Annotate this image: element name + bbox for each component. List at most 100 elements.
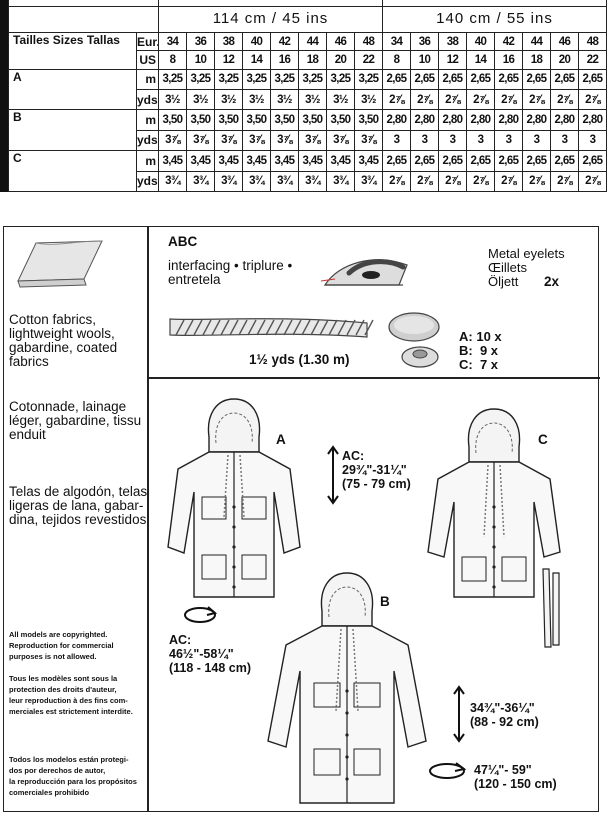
- meters-cell: 3,45: [214, 150, 243, 172]
- view-c-label: C: [538, 432, 548, 447]
- interfacing-label: interfacing • triplure •entretela: [168, 258, 293, 287]
- yards-cell: 3: [466, 129, 495, 152]
- us-size-cell: 8: [158, 50, 187, 70]
- yards-cell: 2⅞: [410, 170, 439, 193]
- meters-cell: 2,65: [494, 150, 523, 172]
- table-top-row: [8, 0, 607, 7]
- snap-qty: A: 10 x B: 9 x C: 7 x: [459, 329, 502, 372]
- meters-cell: 2,65: [382, 68, 411, 91]
- yards-cell: 2⅞: [550, 170, 579, 193]
- unit-m-label: m: [136, 109, 159, 131]
- width-b-measure: 47¼"- 59"(120 - 150 cm): [474, 763, 557, 791]
- yards-cell: 2⅞: [438, 89, 467, 111]
- table-left-bar: [0, 0, 8, 192]
- eur-size-cell: 40: [242, 32, 271, 52]
- meters-cell: 3,45: [158, 150, 187, 172]
- meters-cell: 2,80: [466, 109, 495, 131]
- yards-cell: 3½: [354, 89, 383, 111]
- view-a-drawing: [167, 398, 301, 598]
- yards-cell: 3: [578, 129, 607, 152]
- yards-cell: 3⅞: [158, 129, 187, 152]
- yards-cell: 2⅞: [466, 170, 495, 193]
- yards-cell: 2⅞: [438, 170, 467, 193]
- length-a-arrow-icon: [327, 445, 339, 505]
- yards-cell: 2⅞: [410, 89, 439, 111]
- meters-cell: 3,50: [354, 109, 383, 131]
- yards-cell: 2⅞: [550, 89, 579, 111]
- meters-cell: 3,45: [242, 150, 271, 172]
- table-blank-header: [8, 5, 159, 34]
- yards-cell: 3⅞: [354, 129, 383, 152]
- yards-cell: 2⅞: [382, 170, 411, 193]
- yards-cell: 2⅞: [522, 89, 551, 111]
- views-abc: ABC: [168, 234, 198, 249]
- us-size-cell: 22: [354, 50, 383, 70]
- view-b-drawing: [267, 572, 427, 804]
- width-ac-arrow-icon: [184, 606, 218, 623]
- meters-cell: 2,80: [578, 109, 607, 131]
- meters-cell: 2,65: [466, 150, 495, 172]
- eur-size-cell: 36: [186, 32, 215, 52]
- notions-panel: Cotton fabrics,lightweight wools,gabardi…: [3, 226, 600, 812]
- us-size-cell: 18: [298, 50, 327, 70]
- unit-m-label: m: [136, 150, 159, 172]
- meters-cell: 3,25: [298, 68, 327, 91]
- eur-size-cell: 46: [326, 32, 355, 52]
- us-size-cell: 22: [578, 50, 607, 70]
- length-b-arrow-icon: [453, 685, 465, 743]
- yards-cell: 2⅞: [382, 89, 411, 111]
- us-size-cell: 10: [410, 50, 439, 70]
- us-size-cell: 12: [438, 50, 467, 70]
- meters-cell: 2,65: [578, 68, 607, 91]
- yards-cell: 3⅞: [298, 129, 327, 152]
- view-c-drawing: [427, 408, 561, 598]
- us-size-cell: 14: [466, 50, 495, 70]
- length-a-measure: AC:29¾"-31¼"(75 - 79 cm): [342, 449, 411, 491]
- eur-size-cell: 48: [354, 32, 383, 52]
- yards-cell: 3¾: [326, 170, 355, 193]
- yards-cell: 2⅞: [522, 170, 551, 193]
- meters-cell: 3,50: [158, 109, 187, 131]
- eur-size-cell: 44: [298, 32, 327, 52]
- yards-cell: 3¾: [158, 170, 187, 193]
- eyelets-qty: 2x: [544, 274, 560, 289]
- eur-size-cell: 34: [382, 32, 411, 52]
- unit-yds-label: yds: [136, 170, 159, 193]
- us-size-cell: 14: [242, 50, 271, 70]
- meters-cell: 2,65: [522, 150, 551, 172]
- meters-cell: 2,65: [494, 68, 523, 91]
- fabric-width-140: 140 cm / 55 ins: [382, 5, 607, 34]
- yards-cell: 3¾: [354, 170, 383, 193]
- yards-cell: 2⅞: [578, 89, 607, 111]
- meters-cell: 2,65: [466, 68, 495, 91]
- meters-cell: 2,80: [494, 109, 523, 131]
- view-a-label: A: [276, 432, 286, 447]
- meters-cell: 3,25: [242, 68, 271, 91]
- unit-yds-label: yds: [136, 129, 159, 152]
- meters-cell: 2,80: [410, 109, 439, 131]
- eur-label: Eur.: [136, 32, 159, 52]
- yards-cell: 3⅞: [214, 129, 243, 152]
- view-label: C: [8, 150, 137, 192]
- meters-cell: 3,50: [186, 109, 215, 131]
- yards-cell: 2⅞: [578, 170, 607, 193]
- eur-size-cell: 38: [214, 32, 243, 52]
- eur-size-cell: 44: [522, 32, 551, 52]
- sizes-header-label: Tailles Sizes Tallas: [8, 32, 137, 70]
- us-size-cell: 16: [270, 50, 299, 70]
- yards-cell: 3¾: [214, 170, 243, 193]
- yards-cell: 3: [494, 129, 523, 152]
- meters-cell: 3,50: [326, 109, 355, 131]
- meters-cell: 3,45: [298, 150, 327, 172]
- meters-cell: 2,65: [410, 150, 439, 172]
- yards-cell: 2⅞: [494, 170, 523, 193]
- meters-cell: 2,65: [382, 150, 411, 172]
- view-label: B: [8, 109, 137, 152]
